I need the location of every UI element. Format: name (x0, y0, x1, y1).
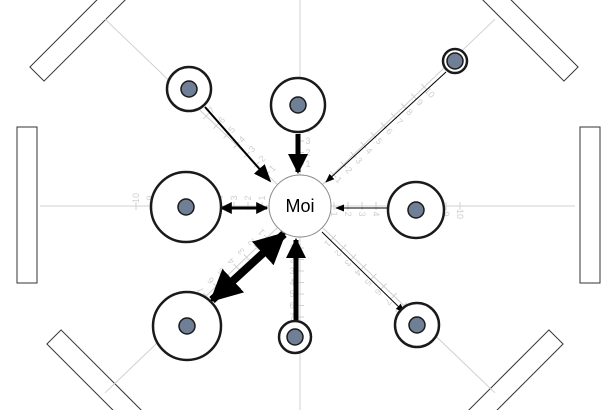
axis-tick-label: 3 (289, 266, 294, 276)
node-bottom (277, 319, 313, 355)
node-top (269, 76, 327, 134)
person-nodes (149, 47, 469, 362)
axis-tick-label: 2 (243, 195, 253, 200)
axis-tick-label: 7 (394, 117, 405, 128)
axis-tick-label: 3 (343, 258, 354, 269)
center-node: Moi (268, 174, 332, 238)
axis-tick (421, 83, 428, 91)
panel-bottom-left (46, 329, 144, 410)
axis-tick-label: 7 (289, 312, 294, 322)
relation-arrows (204, 71, 447, 320)
axis-tick-label: 3 (305, 136, 310, 146)
axis-tick-label: 9 (145, 195, 155, 200)
node-dot (180, 80, 198, 98)
node-bottom-left (151, 290, 223, 362)
axis-tick-label: 3 (357, 211, 367, 216)
axis-tick-label: 4 (353, 267, 364, 278)
node-dot (446, 52, 464, 70)
arrow-bottom-right (321, 231, 405, 313)
axis-tick (370, 132, 377, 139)
node-top-right (441, 47, 469, 75)
axis-line (299, 205, 496, 394)
axis-tick-label: 2 (305, 148, 310, 158)
axis-tick (390, 292, 397, 300)
axis-tick-label: 10 (455, 209, 465, 219)
node-dot (177, 198, 195, 216)
axis-tick-label: 2 (289, 255, 294, 265)
axis-tick (330, 234, 337, 242)
axis-tick-label: 5 (374, 136, 385, 147)
axis-tick (203, 112, 210, 120)
axis-tick (370, 273, 377, 280)
axis-tick-label: 7 (206, 105, 217, 116)
center-circle (268, 174, 332, 238)
center-label: Moi (285, 196, 314, 216)
axis-tick-label: 7 (383, 296, 394, 307)
axis-tick-label: 10 (131, 193, 141, 203)
node-bottom-right (393, 301, 441, 349)
axis-tick-label: 1 (305, 159, 310, 169)
axis-tick (360, 141, 367, 149)
panel-top-left (29, 0, 127, 82)
axis-tick-label: 1 (267, 163, 278, 174)
axis-tick-label: 3 (354, 155, 365, 166)
axis-tick (340, 161, 347, 168)
axis-tick (360, 263, 367, 271)
axis-tick-label: 6 (289, 301, 294, 311)
axis-line (299, 18, 496, 207)
axis-tick-label: 3 (229, 195, 239, 200)
axis-tick-label: 8 (404, 107, 415, 118)
panel-bottom-right (466, 329, 564, 410)
axis-tick (213, 122, 220, 129)
node-dot (178, 317, 196, 335)
axis-tick-label: 4 (364, 146, 375, 157)
panel-right (579, 126, 601, 284)
axis-tick-label: 9 (441, 211, 451, 216)
axis-tick-label: 4 (237, 134, 248, 145)
axis-tick-label: 4 (371, 211, 381, 216)
node-dot (408, 316, 426, 334)
node-dot (289, 96, 307, 114)
axis-tick (340, 244, 347, 251)
axis-tick-label: 2 (343, 211, 353, 216)
axis-tick-label: 6 (384, 126, 395, 137)
axis-tick (233, 141, 240, 149)
axis-tick (350, 151, 357, 159)
axis-tick-label: 2 (257, 153, 268, 164)
axis-tick-label: 4 (289, 278, 294, 288)
panel-left (16, 126, 38, 284)
axis-tick-label: 3 (247, 144, 258, 155)
panel-top-right (481, 0, 579, 82)
axis-tick-label: 6 (216, 115, 227, 126)
axis-tick-label: 5 (227, 124, 238, 135)
axis-tick (410, 93, 418, 100)
axis-tick-label: 2 (332, 248, 343, 259)
axis-tick (350, 253, 357, 261)
axis-tick-label: 1 (329, 211, 339, 216)
axis-tick-label: 10 (423, 86, 437, 100)
axis-tick-label: 6 (373, 287, 384, 298)
node-dot (407, 201, 425, 219)
arrow-bottom-left (209, 231, 287, 303)
arrow-top-right (325, 71, 447, 183)
axis-tick-label: 5 (289, 289, 294, 299)
axis-tick-label: 1 (257, 195, 267, 200)
axis-tick (380, 283, 387, 290)
axis-tick-label: 1 (322, 238, 333, 249)
axis-tick-label: 9 (414, 97, 425, 108)
axis-tick-label: 5 (363, 277, 374, 288)
frame-panels (16, 0, 601, 410)
node-dot (286, 328, 304, 346)
axis-tick-label: 1 (333, 175, 344, 186)
node-left (149, 170, 223, 244)
arrow-top-left (204, 106, 272, 183)
axis-tick-label: 7 (195, 285, 206, 296)
node-right (386, 180, 446, 240)
node-top-left (165, 65, 213, 113)
axis-tick-label: 2 (344, 165, 355, 176)
